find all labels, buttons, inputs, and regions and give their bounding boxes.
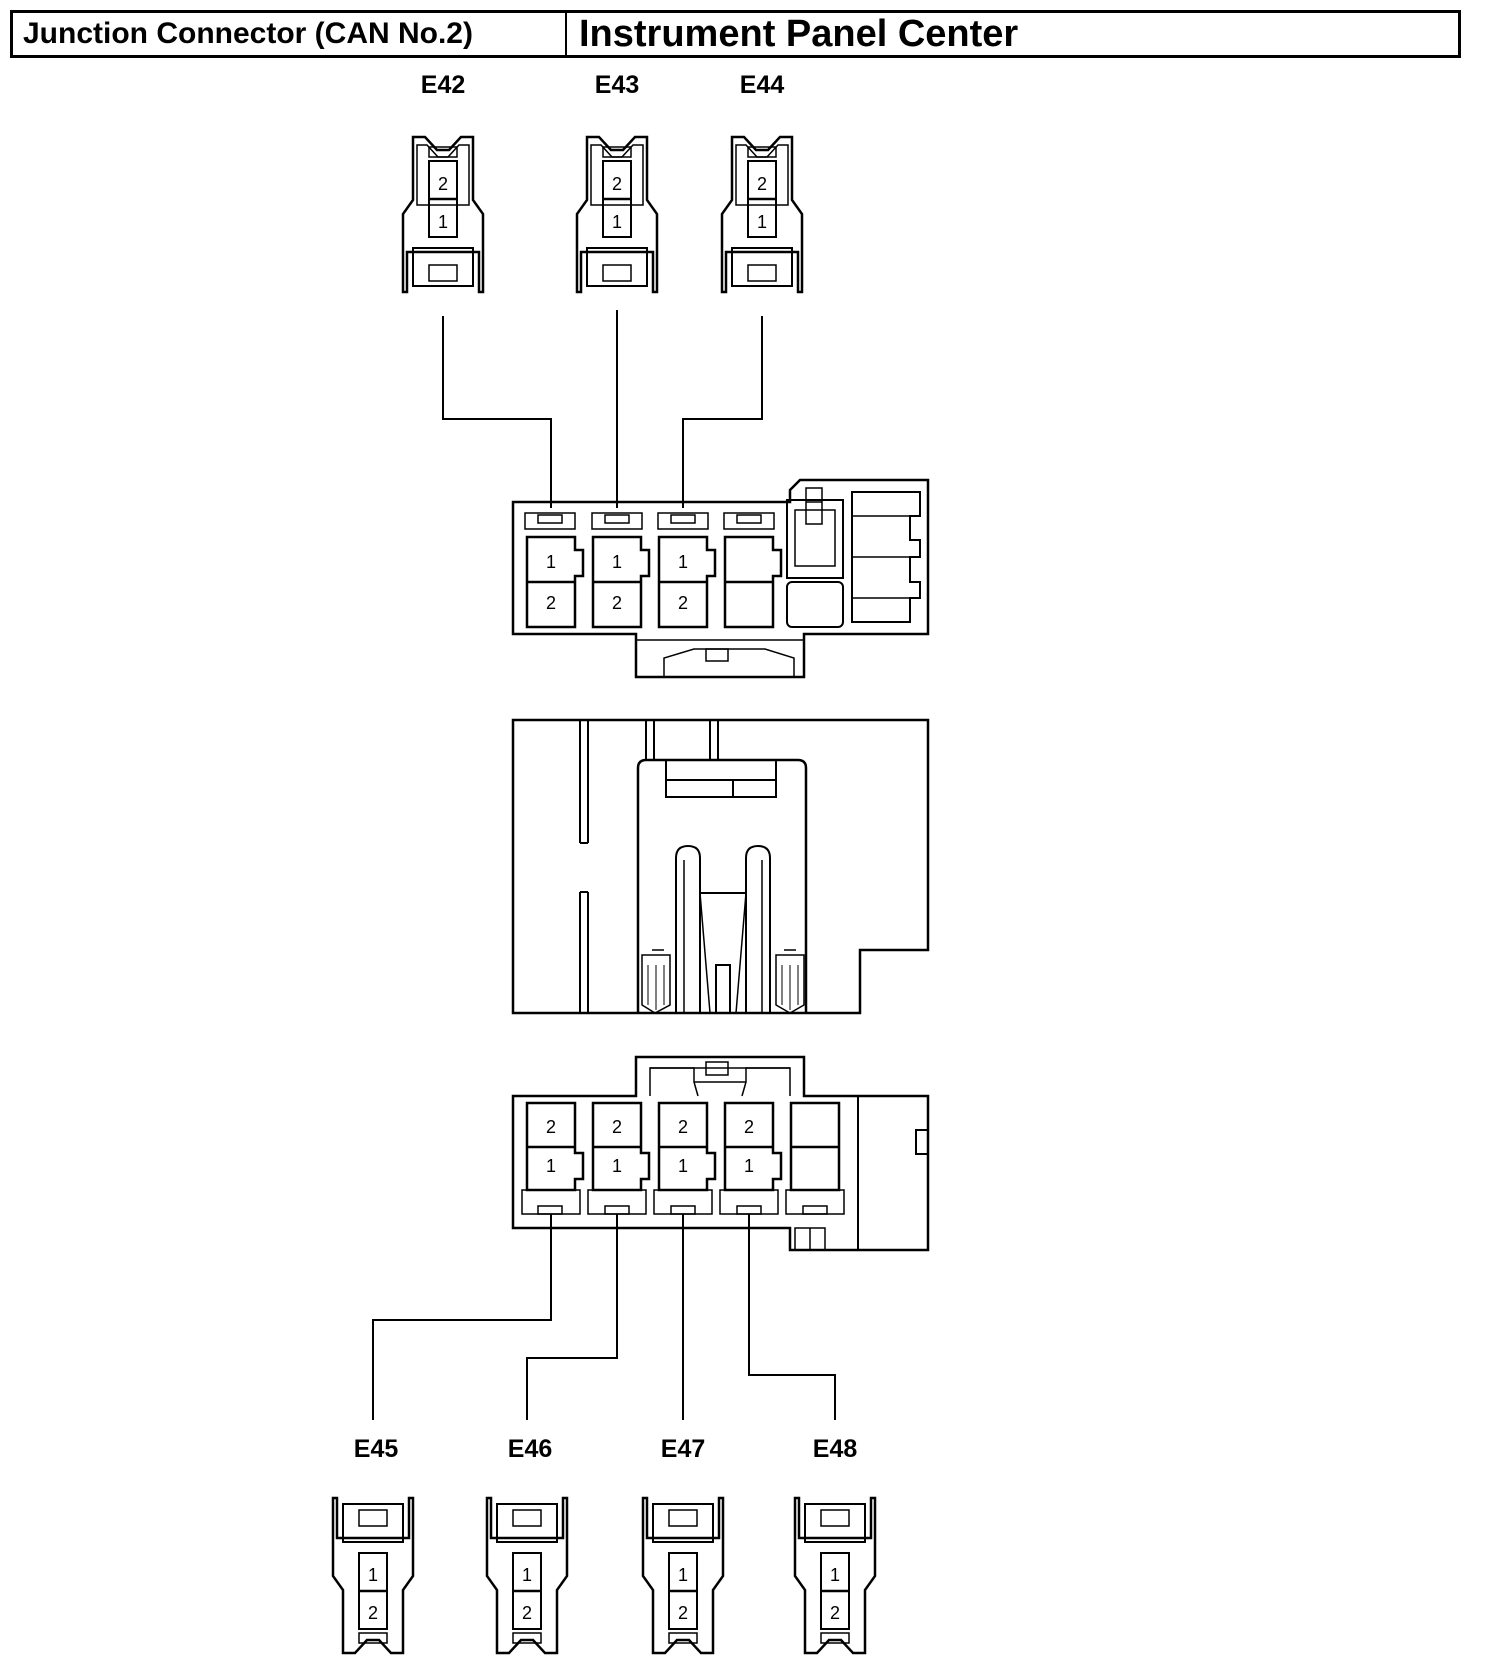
pin-label: 1 [830, 1565, 840, 1585]
pin-label: 2 [744, 1117, 754, 1137]
connector-housing [641, 1496, 725, 1655]
pin-label: 1 [612, 552, 622, 572]
pin-label: 2 [438, 174, 448, 194]
connector-label: E46 [508, 1435, 552, 1463]
connector-label: E44 [740, 71, 785, 99]
pin-label: 1 [546, 552, 556, 572]
pin-label: 2 [368, 1603, 378, 1623]
location-title: Instrument Panel Center [579, 12, 1019, 55]
pin-label: 2 [612, 1117, 622, 1137]
pin-label: 1 [678, 552, 688, 572]
cavity [723, 512, 783, 629]
connector-label: E42 [421, 71, 465, 99]
connector-e46: E46 1 2 [485, 1435, 569, 1655]
pin-label: 2 [522, 1603, 532, 1623]
cavity: 2 1 [587, 1101, 651, 1215]
connector-e48: E48 1 2 [793, 1435, 877, 1655]
pin-label: 1 [612, 1156, 622, 1176]
junction-connector-side [511, 718, 930, 1015]
pin-label: 1 [522, 1565, 532, 1585]
pin-label: 2 [678, 1117, 688, 1137]
pin-label: 1 [612, 212, 622, 232]
pin-label: 1 [678, 1156, 688, 1176]
pin-label: 1 [546, 1156, 556, 1176]
pin-label: 2 [678, 593, 688, 613]
connector-housing [401, 135, 485, 294]
pin-label: 1 [368, 1565, 378, 1585]
pin-label: 2 [678, 1603, 688, 1623]
cavity: 2 1 [521, 1101, 585, 1215]
title-bar: Junction Connector (CAN No.2) Instrument… [10, 10, 1461, 58]
pin-label: 1 [757, 212, 767, 232]
connector-e43: E43 2 1 [575, 71, 659, 294]
pin-label: 2 [830, 1603, 840, 1623]
connector-e45: E45 1 2 [331, 1435, 415, 1655]
connector-e44: E44 2 1 [720, 71, 804, 294]
junction-connector-top: 1 2 1 2 1 2 [511, 478, 930, 679]
pin-label: 1 [744, 1156, 754, 1176]
junction-housing [511, 478, 930, 679]
pin-label: 2 [612, 174, 622, 194]
component-title: Junction Connector (CAN No.2) [13, 13, 567, 55]
junction-housing [511, 1055, 930, 1252]
pin-label: 2 [612, 593, 622, 613]
junction-connector-bottom: 2 1 2 1 2 1 2 1 [511, 1055, 930, 1252]
side-housing [511, 718, 930, 1015]
connector-housing [331, 1496, 415, 1655]
cavity: 1 2 [591, 512, 651, 629]
connector-label: E45 [354, 1435, 399, 1463]
connector-label: E43 [595, 71, 639, 99]
pin-label: 2 [546, 1117, 556, 1137]
pin-label: 2 [546, 593, 556, 613]
cavity [785, 1101, 845, 1215]
top-wires [442, 310, 763, 508]
cavity: 1 2 [524, 512, 585, 629]
connector-housing [793, 1496, 877, 1655]
connector-e47: E47 1 2 [641, 1435, 725, 1655]
pin-label: 1 [678, 1565, 688, 1585]
connector-e42: E42 2 1 [401, 71, 485, 294]
connector-housing [485, 1496, 569, 1655]
cavity: 2 1 [719, 1101, 783, 1215]
cavity: 1 2 [657, 512, 717, 629]
connector-housing [720, 135, 804, 294]
connector-label: E47 [661, 1435, 705, 1463]
connector-housing [575, 135, 659, 294]
bottom-wires [372, 1214, 836, 1420]
pin-label: 1 [438, 212, 448, 232]
cavity: 2 1 [653, 1101, 717, 1215]
pin-label: 2 [757, 174, 767, 194]
connector-label: E48 [813, 1435, 858, 1463]
